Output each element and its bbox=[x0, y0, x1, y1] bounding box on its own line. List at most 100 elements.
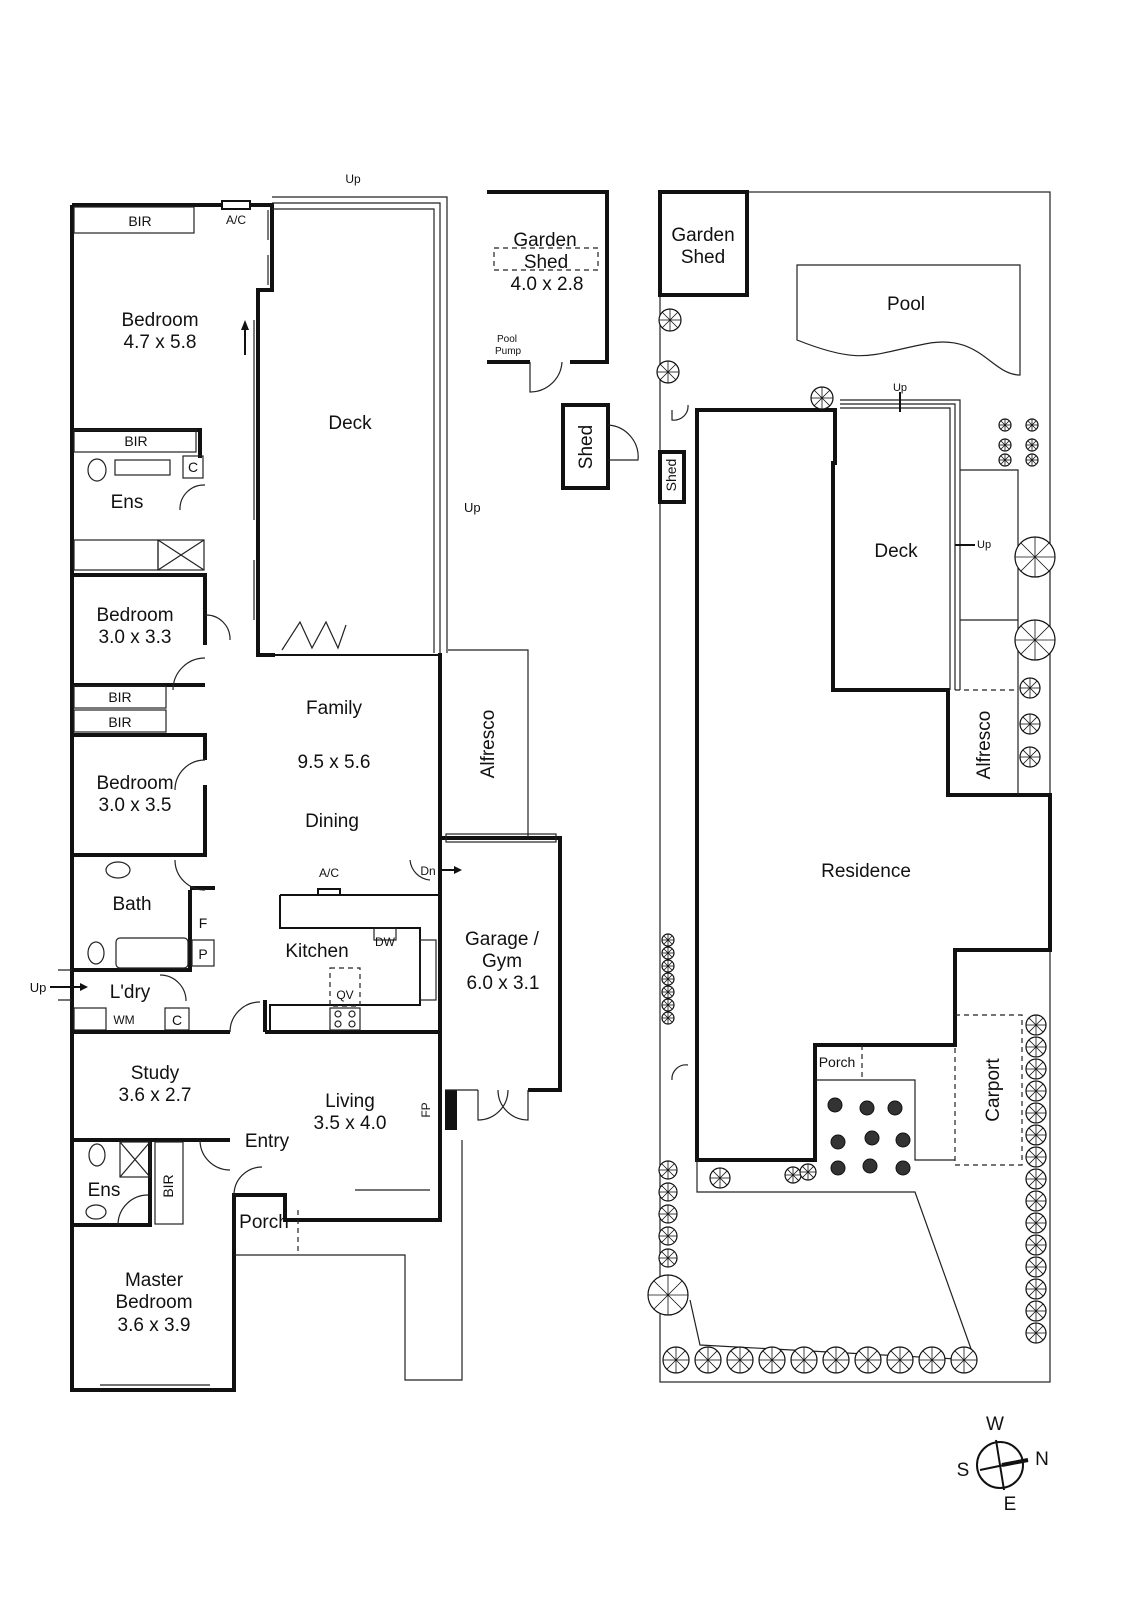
label-site-shed: Shed bbox=[663, 459, 679, 492]
shrubs bbox=[647, 308, 1056, 1374]
shrub bbox=[864, 1130, 880, 1146]
shrub-detail bbox=[1028, 1090, 1037, 1099]
shrub-detail bbox=[667, 1163, 675, 1171]
door-swing bbox=[229, 1001, 261, 1033]
shrub-detail bbox=[1035, 1178, 1044, 1187]
shrub-detail bbox=[1035, 1112, 1044, 1121]
shrub-detail bbox=[1028, 1193, 1037, 1202]
door-swing bbox=[199, 1139, 231, 1171]
label-gshed2: Shed bbox=[524, 252, 568, 273]
shrub-detail bbox=[1027, 440, 1033, 446]
shrub-detail bbox=[663, 948, 669, 954]
shrub-detail bbox=[1028, 1244, 1037, 1253]
shrub-detail bbox=[922, 1350, 933, 1361]
shrub-detail bbox=[1031, 459, 1037, 465]
label-bir-bottom: BIR bbox=[160, 1174, 176, 1197]
shrub-detail bbox=[667, 939, 673, 945]
shrub-detail bbox=[719, 1177, 728, 1186]
shrub-detail bbox=[821, 397, 831, 407]
floor-plan bbox=[50, 196, 562, 1392]
arrow-head bbox=[241, 320, 249, 330]
site-garden-shed bbox=[658, 190, 749, 297]
shrub-detail bbox=[1022, 687, 1031, 696]
shrub-detail bbox=[1029, 687, 1038, 696]
shrub-detail bbox=[667, 1185, 675, 1193]
site-deck-edge bbox=[840, 399, 961, 690]
shrub-detail bbox=[1028, 1083, 1037, 1092]
label-bedroom1: Bedroom bbox=[121, 310, 198, 331]
dishwasher bbox=[373, 927, 397, 941]
label-garage-size: 6.0 x 3.1 bbox=[467, 973, 540, 994]
shrub-detail bbox=[675, 1359, 686, 1370]
shrub-detail bbox=[667, 1207, 675, 1215]
shrub-detail bbox=[1031, 455, 1037, 461]
compass-needle-north bbox=[1001, 1458, 1029, 1467]
shrub-detail bbox=[667, 974, 673, 980]
shrub-detail bbox=[1000, 420, 1006, 426]
shrub-detail bbox=[1035, 1222, 1044, 1231]
shrub-detail bbox=[1035, 1259, 1044, 1268]
shrub-detail bbox=[963, 1350, 974, 1361]
shrub-detail bbox=[1034, 556, 1050, 572]
shrub-detail bbox=[661, 1169, 669, 1177]
shrub-detail bbox=[661, 1163, 669, 1171]
bir-cupboard-ens bbox=[73, 429, 197, 453]
shrub-detail bbox=[792, 1174, 799, 1181]
shrub-detail bbox=[1035, 1083, 1044, 1092]
label-wm: WM bbox=[113, 1013, 134, 1027]
shrub-detail bbox=[835, 1350, 846, 1361]
shrub-detail bbox=[1035, 1105, 1044, 1114]
label-dn: Dn bbox=[420, 864, 435, 878]
shrub-detail bbox=[667, 1280, 683, 1296]
shrub-detail bbox=[719, 1170, 728, 1179]
shrub-detail bbox=[931, 1350, 942, 1361]
label-deck: Deck bbox=[328, 413, 372, 434]
shrub-detail bbox=[663, 935, 669, 941]
site-gates bbox=[671, 404, 689, 1081]
shrub-detail bbox=[1028, 1288, 1037, 1297]
shrub-detail bbox=[730, 1350, 741, 1361]
bath-wall bbox=[72, 853, 215, 890]
shrub-detail bbox=[653, 1280, 669, 1296]
kitchen-bench bbox=[269, 895, 421, 1032]
shrub-detail bbox=[813, 389, 823, 399]
shrub-detail bbox=[1028, 1281, 1037, 1290]
shrub-detail bbox=[1035, 1127, 1044, 1136]
shrub-detail bbox=[899, 1350, 910, 1361]
shrub bbox=[895, 1132, 911, 1148]
shrub-detail bbox=[762, 1359, 773, 1370]
shrub-detail bbox=[1022, 749, 1031, 758]
label-family-size: 9.5 x 5.6 bbox=[298, 752, 371, 773]
shrub-detail bbox=[1035, 1046, 1044, 1055]
shrub-detail bbox=[1028, 1046, 1037, 1055]
label-study-size: 3.6 x 2.7 bbox=[119, 1085, 192, 1106]
carport-outline bbox=[954, 1014, 1023, 1166]
shrub-detail bbox=[1035, 1024, 1044, 1033]
shrub-detail bbox=[659, 371, 669, 381]
ens-bedroom2-wall bbox=[72, 573, 207, 645]
residence-outline bbox=[695, 408, 1052, 1162]
shrub-detail bbox=[1035, 1061, 1044, 1070]
shrub-detail bbox=[661, 311, 671, 321]
shrub-detail bbox=[858, 1350, 869, 1361]
shrub-detail bbox=[667, 987, 673, 993]
door-swing bbox=[174, 859, 206, 891]
label-master2: Bedroom bbox=[115, 1292, 192, 1313]
shrub-detail bbox=[1028, 1017, 1037, 1026]
label-dining: Dining bbox=[305, 811, 359, 832]
shrub-detail bbox=[890, 1350, 901, 1361]
burner bbox=[348, 1010, 356, 1018]
label-living: Living bbox=[325, 1091, 375, 1112]
shrub-detail bbox=[807, 1171, 814, 1178]
shrub-detail bbox=[802, 1171, 809, 1178]
bifold-door bbox=[281, 620, 347, 651]
door-swing bbox=[117, 1194, 149, 1226]
door-swing bbox=[159, 974, 187, 1002]
label-qv: QV bbox=[336, 988, 353, 1002]
shrub-detail bbox=[666, 1350, 677, 1361]
shrub-detail bbox=[675, 1350, 686, 1361]
label-laundry: L'dry bbox=[110, 982, 151, 1003]
shrub-detail bbox=[835, 1359, 846, 1370]
label-dw: DW bbox=[375, 935, 396, 949]
shrub-detail bbox=[1034, 639, 1050, 655]
